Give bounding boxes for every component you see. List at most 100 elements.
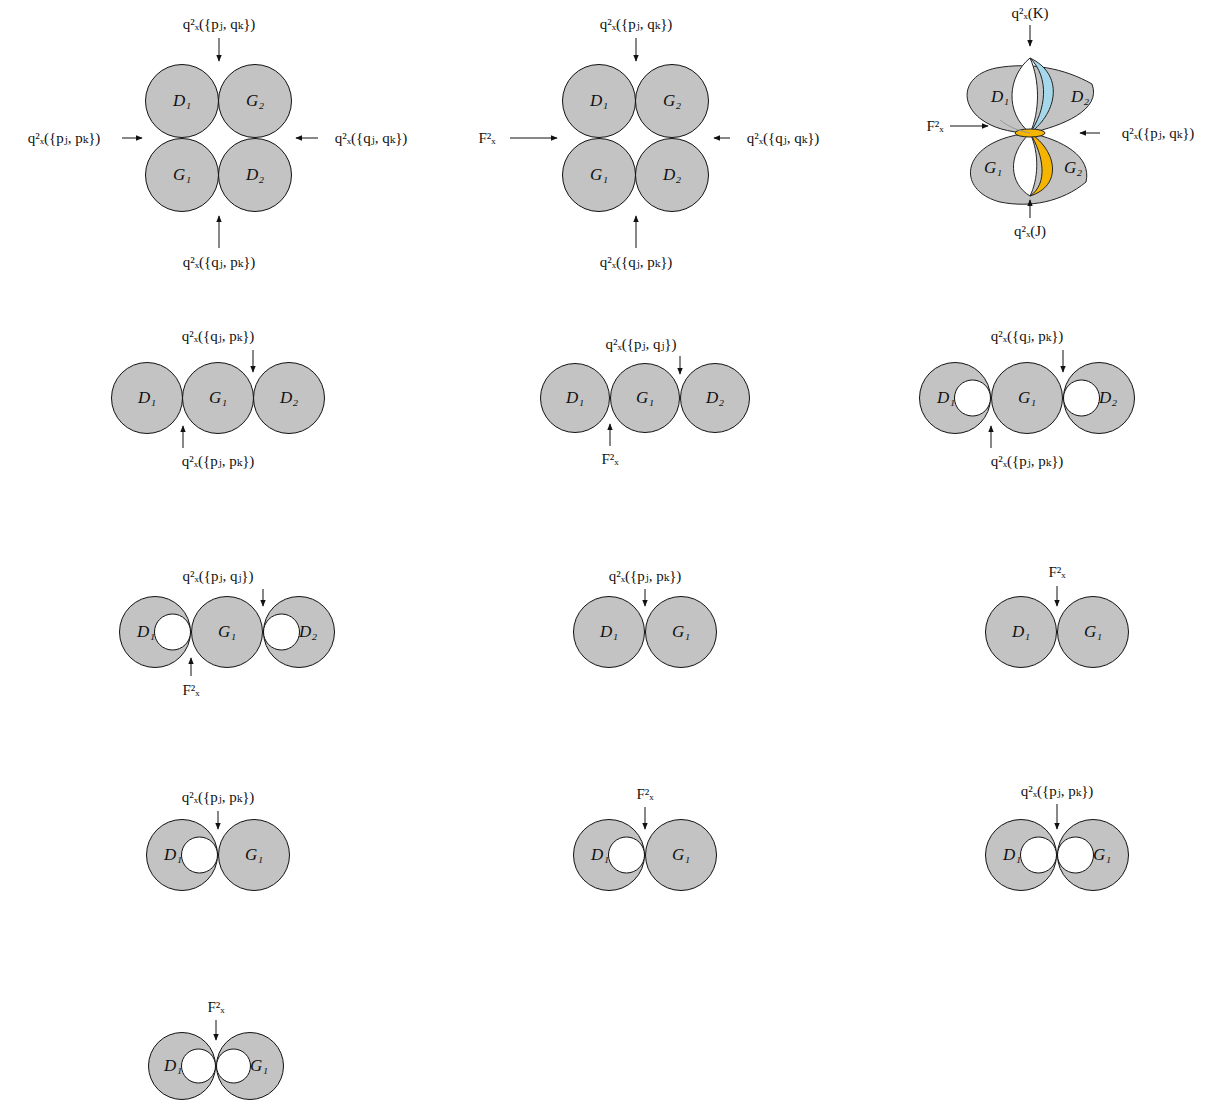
disk-fill [992, 363, 1063, 434]
map-label: q²ₓ({pⱼ, qₖ}) [599, 15, 674, 33]
disk-label: D₂ [706, 388, 724, 408]
map-label: q²ₓ({pⱼ, qₖ}) [182, 15, 257, 33]
disk-fill [636, 139, 709, 212]
disk-fill [217, 1033, 284, 1100]
disk-fill [146, 65, 219, 138]
pointer-arrows [122, 25, 1100, 1040]
disk-node: G₂ [635, 64, 709, 138]
disk-label: D₁ [1012, 622, 1030, 642]
disk-fill [646, 820, 717, 891]
disk-label: G₂ [663, 91, 681, 111]
disk-node: D₁ [573, 596, 645, 668]
disk-fill [920, 363, 991, 434]
disk-node: G₁ [216, 1032, 284, 1100]
disk-hole [1021, 837, 1057, 873]
disk-node: G₂ [218, 64, 292, 138]
disk-node: D₁ [985, 819, 1057, 891]
disk-node: D₁ [985, 596, 1057, 668]
disk-fill [574, 597, 645, 668]
disk-label: G₁ [1084, 622, 1102, 642]
disk-label: G₂ [1064, 158, 1082, 178]
disk-node: D₁ [919, 362, 991, 434]
disk-fill [611, 364, 680, 433]
disk-label: G₁ [1018, 388, 1036, 408]
map-label: q²ₓ(J) [1013, 223, 1047, 240]
disk-fill [264, 597, 335, 668]
disk-fill [1064, 363, 1135, 434]
disk-label: D₂ [663, 165, 681, 185]
disk-fill [681, 364, 750, 433]
map-label: q²ₓ({pⱼ, qₖ}) [1121, 124, 1196, 142]
disk-label: D₂ [1071, 87, 1089, 107]
disk-hole [182, 837, 218, 873]
disk-node: G₁ [1057, 596, 1129, 668]
disk-label: D₁ [138, 388, 156, 408]
disk-fill [254, 363, 325, 434]
map-label: q²ₓ({pⱼ, pₖ}) [181, 452, 256, 470]
map-label: q²ₓ({pⱼ, pₖ}) [608, 567, 683, 585]
disk-label: D₂ [280, 388, 298, 408]
map-label: q²ₓ({qⱼ, pₖ}) [599, 253, 674, 271]
map-label: F²ₓ [635, 786, 654, 803]
map-label: q²ₓ({qⱼ, qₖ}) [334, 129, 409, 147]
map-label: q²ₓ({pⱼ, pₖ}) [1020, 782, 1095, 800]
disk-fill [120, 597, 191, 668]
disk-label: D₁ [991, 87, 1009, 107]
disk-label: G₁ [1093, 845, 1111, 865]
disk-node: G₁ [610, 363, 680, 433]
disk-label: G₂ [246, 91, 264, 111]
disk-fill [219, 65, 292, 138]
disk-node: G₁ [645, 596, 717, 668]
disk-node: G₁ [182, 362, 254, 434]
disk-label: G₁ [672, 622, 690, 642]
disk-node: D₂ [263, 596, 335, 668]
map-label: q²ₓ({qⱼ, pₖ}) [990, 327, 1065, 345]
disk-node: D₂ [1063, 362, 1135, 434]
disk-hole [1064, 380, 1100, 416]
disk-label: D₁ [600, 622, 618, 642]
map-label: q²ₓ({pⱼ, qⱼ}) [181, 567, 254, 585]
disk-label: D₁ [164, 1056, 182, 1076]
disk-label: D₂ [1099, 388, 1117, 408]
disk-node: G₁ [1057, 819, 1129, 891]
map-label: F²ₓ [181, 682, 200, 699]
disk-label: D₁ [1003, 845, 1021, 865]
disk-fill [112, 363, 183, 434]
disk-label: D₁ [173, 91, 191, 111]
surface-illustration [967, 58, 1093, 204]
disk-fill [147, 820, 218, 891]
disk-fill [563, 139, 636, 212]
disk-node: D₁ [540, 363, 610, 433]
map-label: F²ₓ [477, 130, 496, 147]
map-label: q²ₓ({pⱼ, pₖ}) [990, 452, 1065, 470]
disk-fill [219, 820, 290, 891]
disk-fill [986, 597, 1057, 668]
disk-node: D₁ [146, 819, 218, 891]
disk-node: G₁ [645, 819, 717, 891]
disk-node: D₁ [148, 1032, 216, 1100]
map-label: q²ₓ({qⱼ, qₖ}) [746, 129, 821, 147]
disk-node: D₁ [119, 596, 191, 668]
disk-fill [563, 65, 636, 138]
disk-label: G₁ [250, 1056, 268, 1076]
map-label: F²ₓ [206, 999, 225, 1016]
disk-node: D₁ [145, 64, 219, 138]
disk-label: D₁ [591, 845, 609, 865]
disk-label: G₁ [218, 622, 236, 642]
disk-node: G₁ [562, 138, 636, 212]
disk-node: D₂ [635, 138, 709, 212]
disk-fill [219, 139, 292, 212]
disk-label: G₁ [209, 388, 227, 408]
disk-hole [217, 1049, 251, 1083]
disk-fill [146, 139, 219, 212]
disk-label: G₁ [984, 158, 1002, 178]
disk-hole [264, 614, 300, 650]
disk-label: G₁ [173, 165, 191, 185]
disk-hole [155, 614, 191, 650]
disk-node: D₂ [680, 363, 750, 433]
map-label: q²ₓ({qⱼ, pₖ}) [182, 253, 257, 271]
disk-node: G₁ [218, 819, 290, 891]
disk-node: D₂ [218, 138, 292, 212]
map-label: q²ₓ({pⱼ, pₖ}) [27, 129, 102, 147]
